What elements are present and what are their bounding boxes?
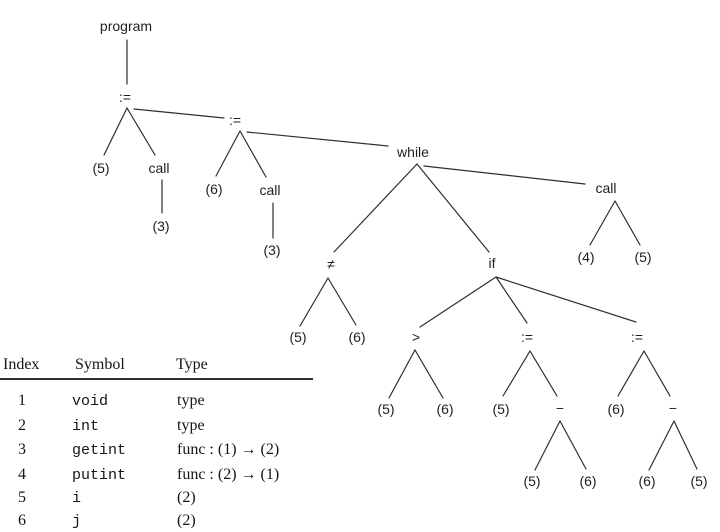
tree-node-minus-1: − — [555, 400, 565, 416]
tree-node-func-3-a: (3) — [152, 218, 170, 234]
cell-symbol: void — [72, 393, 109, 410]
tree-edge — [502, 350, 531, 397]
cell-symbol: getint — [72, 442, 127, 459]
tree-edge — [419, 276, 497, 328]
symbol-table-header-symbol: Symbol — [75, 356, 125, 373]
tree-node-var-5-g: (5) — [690, 473, 708, 489]
tree-node-program: program — [99, 18, 153, 34]
cell-type: (2) — [177, 489, 196, 506]
tree-node-assign-2: := — [228, 112, 242, 128]
tree-edge — [239, 130, 267, 178]
tree-node-call-1: call — [148, 160, 170, 176]
cell-type: (2) — [177, 512, 196, 529]
tree-edge — [414, 349, 444, 399]
symbol-table-header-type: Type — [176, 356, 208, 373]
tree-node-if: if — [488, 255, 496, 271]
tree-node-var-5-a: (5) — [92, 160, 110, 176]
tree-node-var-6-e: (6) — [607, 401, 625, 417]
cell-type: type — [177, 417, 205, 434]
tree-edge — [333, 163, 418, 253]
tree-node-var-5-e: (5) — [492, 401, 510, 417]
tree-edge — [589, 200, 616, 246]
tree-edge — [327, 277, 357, 326]
cell-type: type — [177, 392, 205, 409]
tree-node-gt: > — [411, 329, 421, 345]
tree-edge — [299, 277, 329, 327]
tree-edge — [534, 420, 561, 471]
tree-edge — [673, 420, 698, 470]
tree-node-assign-4: := — [630, 329, 644, 345]
tree-node-var-5-f: (5) — [523, 473, 541, 489]
tree-node-minus-2: − — [668, 400, 678, 416]
tree-edge — [617, 350, 645, 397]
tree-edge — [495, 276, 528, 324]
cell-symbol: int — [72, 418, 100, 435]
cell-type: func : (2) → (1) — [177, 466, 280, 483]
tree-edge — [529, 350, 558, 397]
tree-edge — [495, 276, 637, 323]
cell-index: 4 — [18, 466, 26, 483]
tree-node-call-2: call — [259, 182, 281, 198]
tree-node-var-6-d: (6) — [579, 473, 597, 489]
tree-node-assign-1: := — [118, 89, 132, 105]
tree-edge — [614, 200, 641, 246]
tree-node-var-6-b: (6) — [348, 329, 366, 345]
tree-edge — [246, 131, 389, 147]
tree-node-neq: ≠ — [327, 256, 335, 272]
tree-node-func-4: (4) — [577, 249, 595, 265]
tree-edge — [648, 420, 675, 471]
tree-node-assign-3: := — [520, 329, 534, 345]
cell-index: 1 — [18, 392, 26, 409]
cell-index: 2 — [18, 417, 26, 434]
symbol-table-header-index: Index — [3, 356, 40, 373]
tree-node-var-5-b: (5) — [289, 329, 307, 345]
tree-edge — [559, 420, 587, 470]
tree-edge — [126, 107, 156, 156]
tree-edge — [416, 163, 490, 253]
cell-symbol: j — [72, 513, 82, 530]
tree-edge — [388, 349, 416, 399]
tree-edge — [643, 350, 671, 397]
symbol-table-header-rule — [0, 378, 313, 380]
cell-index: 3 — [18, 441, 26, 458]
tree-node-var-6-f: (6) — [638, 473, 656, 489]
tree-edge — [133, 108, 225, 119]
cell-index: 6 — [18, 512, 26, 529]
tree-node-var-6-c: (6) — [436, 401, 454, 417]
tree-node-var-6-a: (6) — [205, 181, 223, 197]
tree-node-call-3: call — [595, 180, 617, 196]
cell-index: 5 — [18, 489, 26, 506]
tree-node-func-3-b: (3) — [263, 242, 281, 258]
cell-type: func : (1) → (2) — [177, 441, 280, 458]
tree-edge — [103, 107, 128, 156]
tree-edge — [215, 130, 241, 177]
tree-node-while: while — [397, 144, 429, 160]
cell-symbol: i — [72, 490, 82, 507]
tree-node-var-5-c: (5) — [634, 249, 652, 265]
cell-symbol: putint — [72, 467, 127, 484]
tree-edge — [423, 165, 586, 185]
tree-node-var-5-d: (5) — [377, 401, 395, 417]
